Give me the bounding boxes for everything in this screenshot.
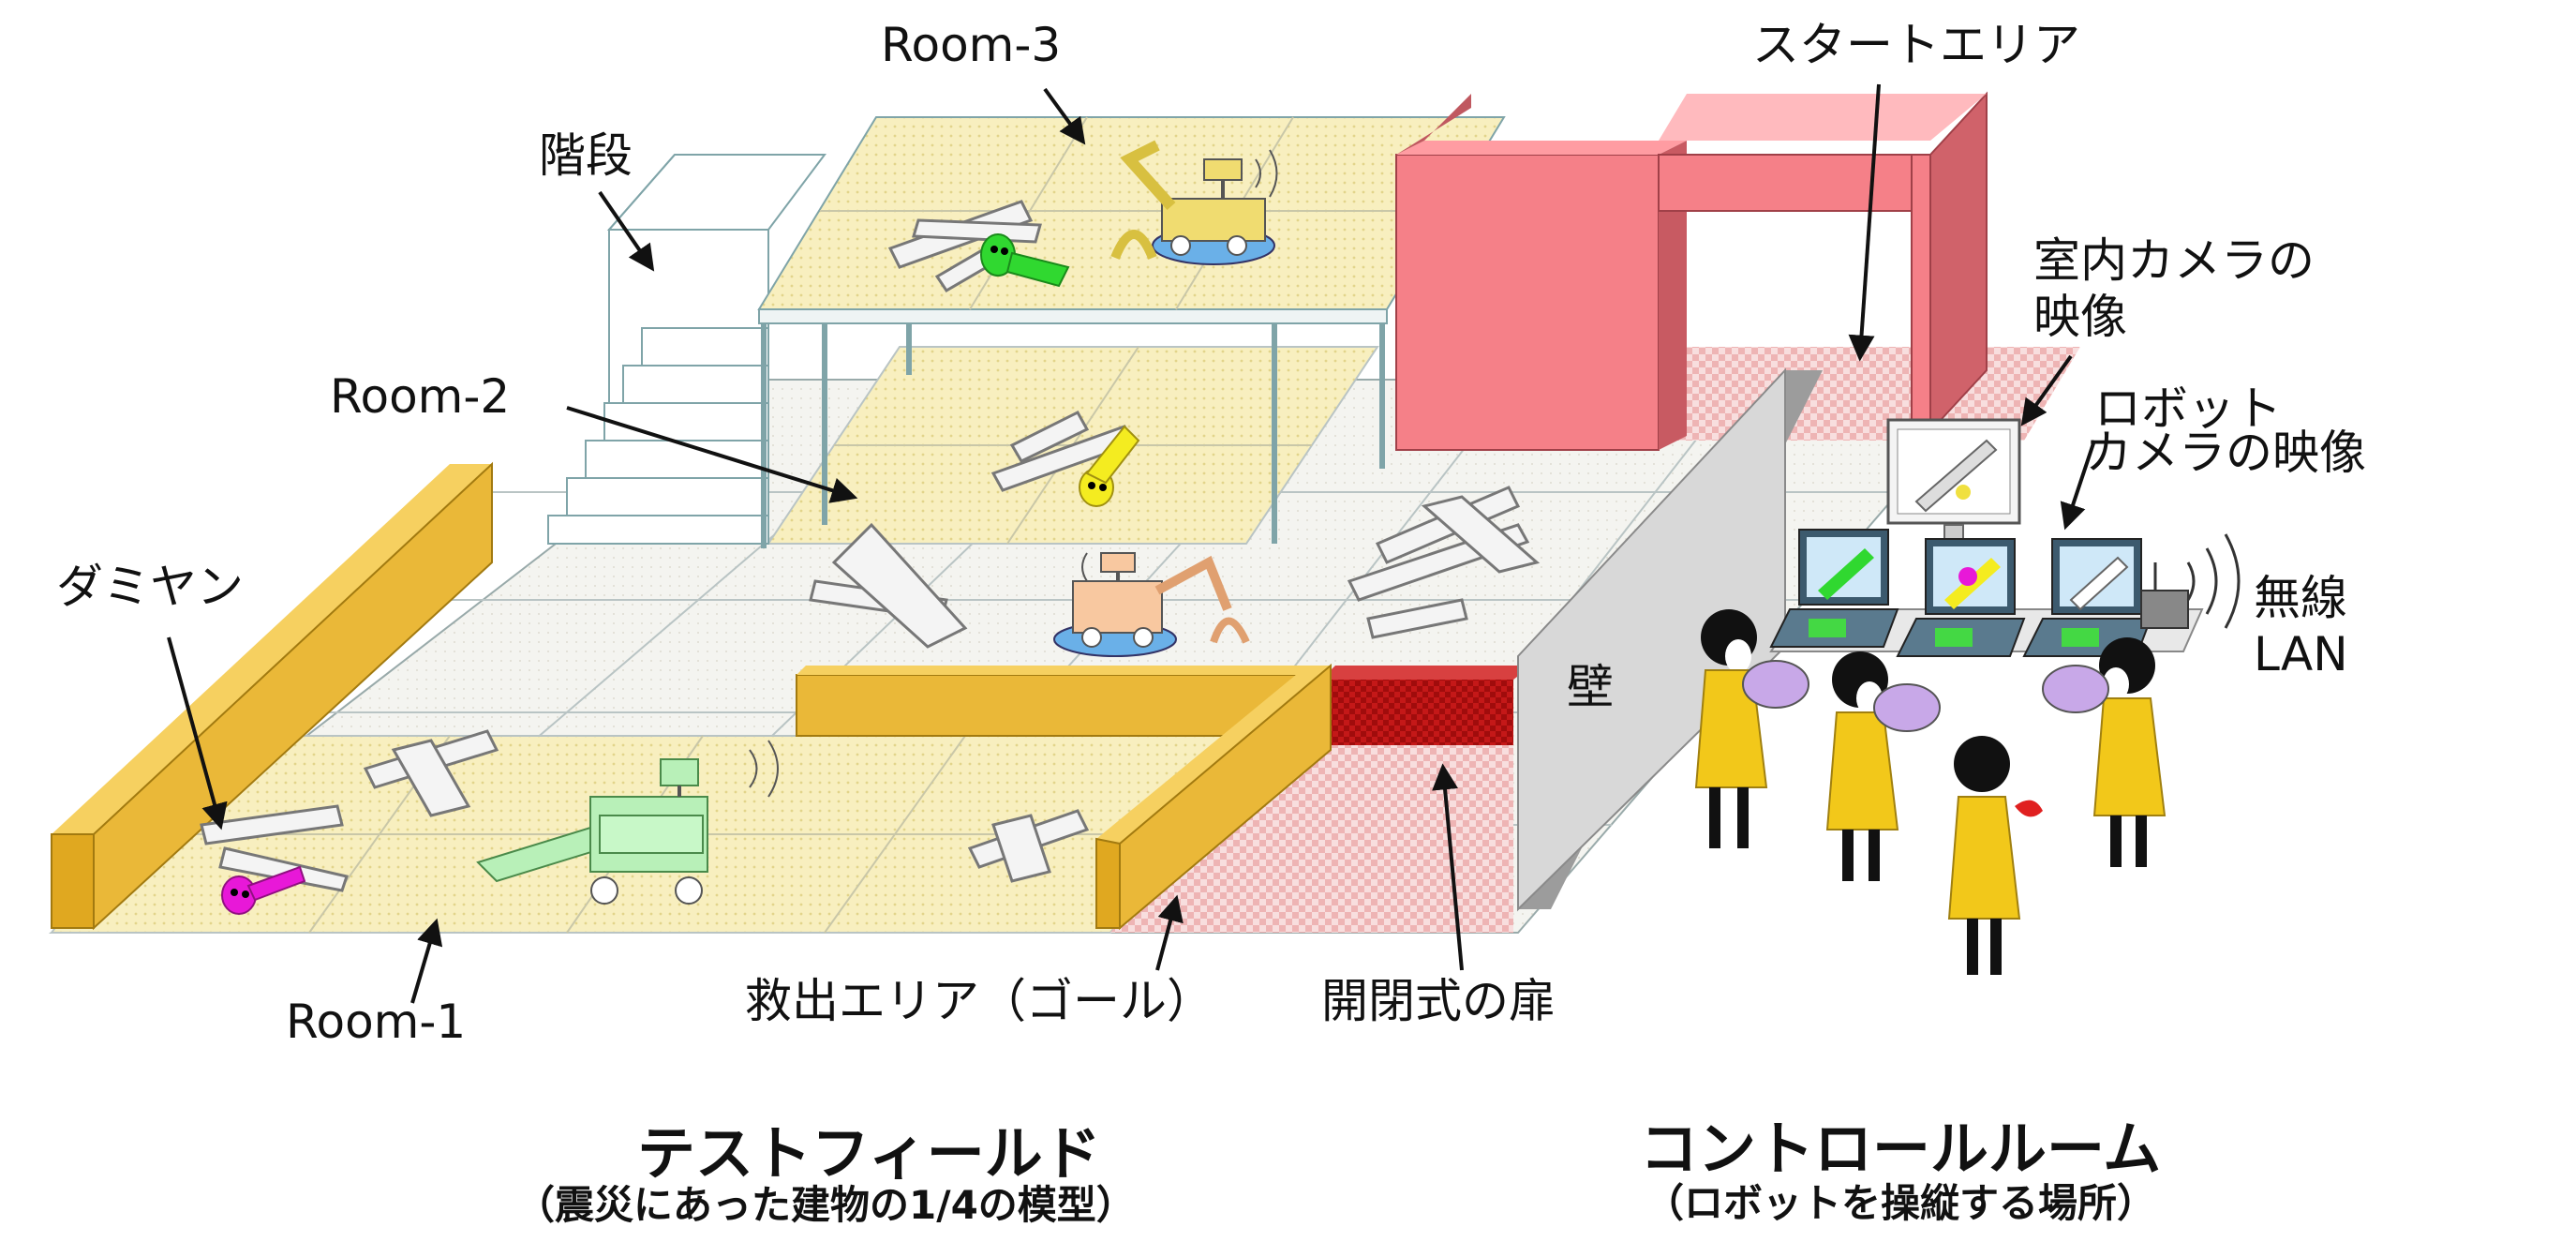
rescue-area-zone	[1110, 736, 1513, 933]
wireless-router	[2140, 533, 2241, 629]
title-test-field: テストフィールド	[637, 1119, 1101, 1188]
debris-room2	[990, 411, 1137, 492]
dummy-yellow	[1079, 425, 1140, 507]
label-room1: Room-1	[286, 995, 467, 1049]
label-stairs: 階段	[539, 128, 633, 183]
operator-4	[1947, 736, 2043, 975]
annotation-arrows	[167, 83, 2096, 1004]
dummy-green	[980, 233, 1070, 288]
robot-room1	[476, 740, 779, 905]
label-rescue-area: 救出エリア（ゴール）	[745, 974, 1214, 1028]
barrier-left	[51, 461, 493, 931]
label-wireless-line1: 無線	[2254, 571, 2347, 625]
operator-1	[1694, 609, 1809, 848]
label-start-area: スタートエリア	[1752, 18, 2080, 72]
subtitle-test-field: （震災にあった建物の1/4の模型）	[515, 1182, 1136, 1228]
debris-dummy	[200, 804, 349, 892]
start-area-gate	[1395, 91, 1988, 451]
debris-center	[809, 522, 968, 649]
label-indoor-camera-line1: 室内カメラの	[2033, 233, 2315, 288]
laptop-1	[1769, 529, 1899, 648]
label-indoor-camera-line2: 映像	[2033, 290, 2127, 344]
dummy-magenta	[221, 865, 306, 915]
label-room3: Room-3	[881, 18, 1062, 72]
subtitle-control-room: （ロボットを操縦する場所）	[1645, 1180, 2157, 1226]
debris-right	[1347, 486, 1541, 639]
label-room2: Room-2	[330, 369, 511, 424]
debris-rescue	[967, 809, 1090, 883]
robot-room3	[1110, 140, 1278, 265]
opening-door	[1321, 666, 1532, 745]
robot-center	[1053, 552, 1250, 657]
barrier-right	[1095, 663, 1332, 931]
debris	[200, 200, 1541, 892]
label-dummy: ダミヤン	[56, 560, 244, 614]
stairs	[547, 154, 1041, 545]
label-wireless-line2: LAN	[2254, 627, 2348, 681]
label-door: 開閉式の扉	[1321, 974, 1556, 1028]
operator-2	[1825, 651, 1941, 881]
operator-3	[2042, 637, 2167, 867]
room3-floor	[757, 116, 1506, 548]
debris-room1	[363, 729, 499, 817]
label-robot-camera-line1: ロボット	[2094, 382, 2282, 436]
title-control-room: コントロールルーム	[1640, 1115, 2162, 1183]
label-robot-camera-line2: カメラの映像	[2085, 426, 2366, 480]
label-wall: 壁	[1567, 660, 1614, 714]
laptop-2	[1896, 538, 2026, 657]
